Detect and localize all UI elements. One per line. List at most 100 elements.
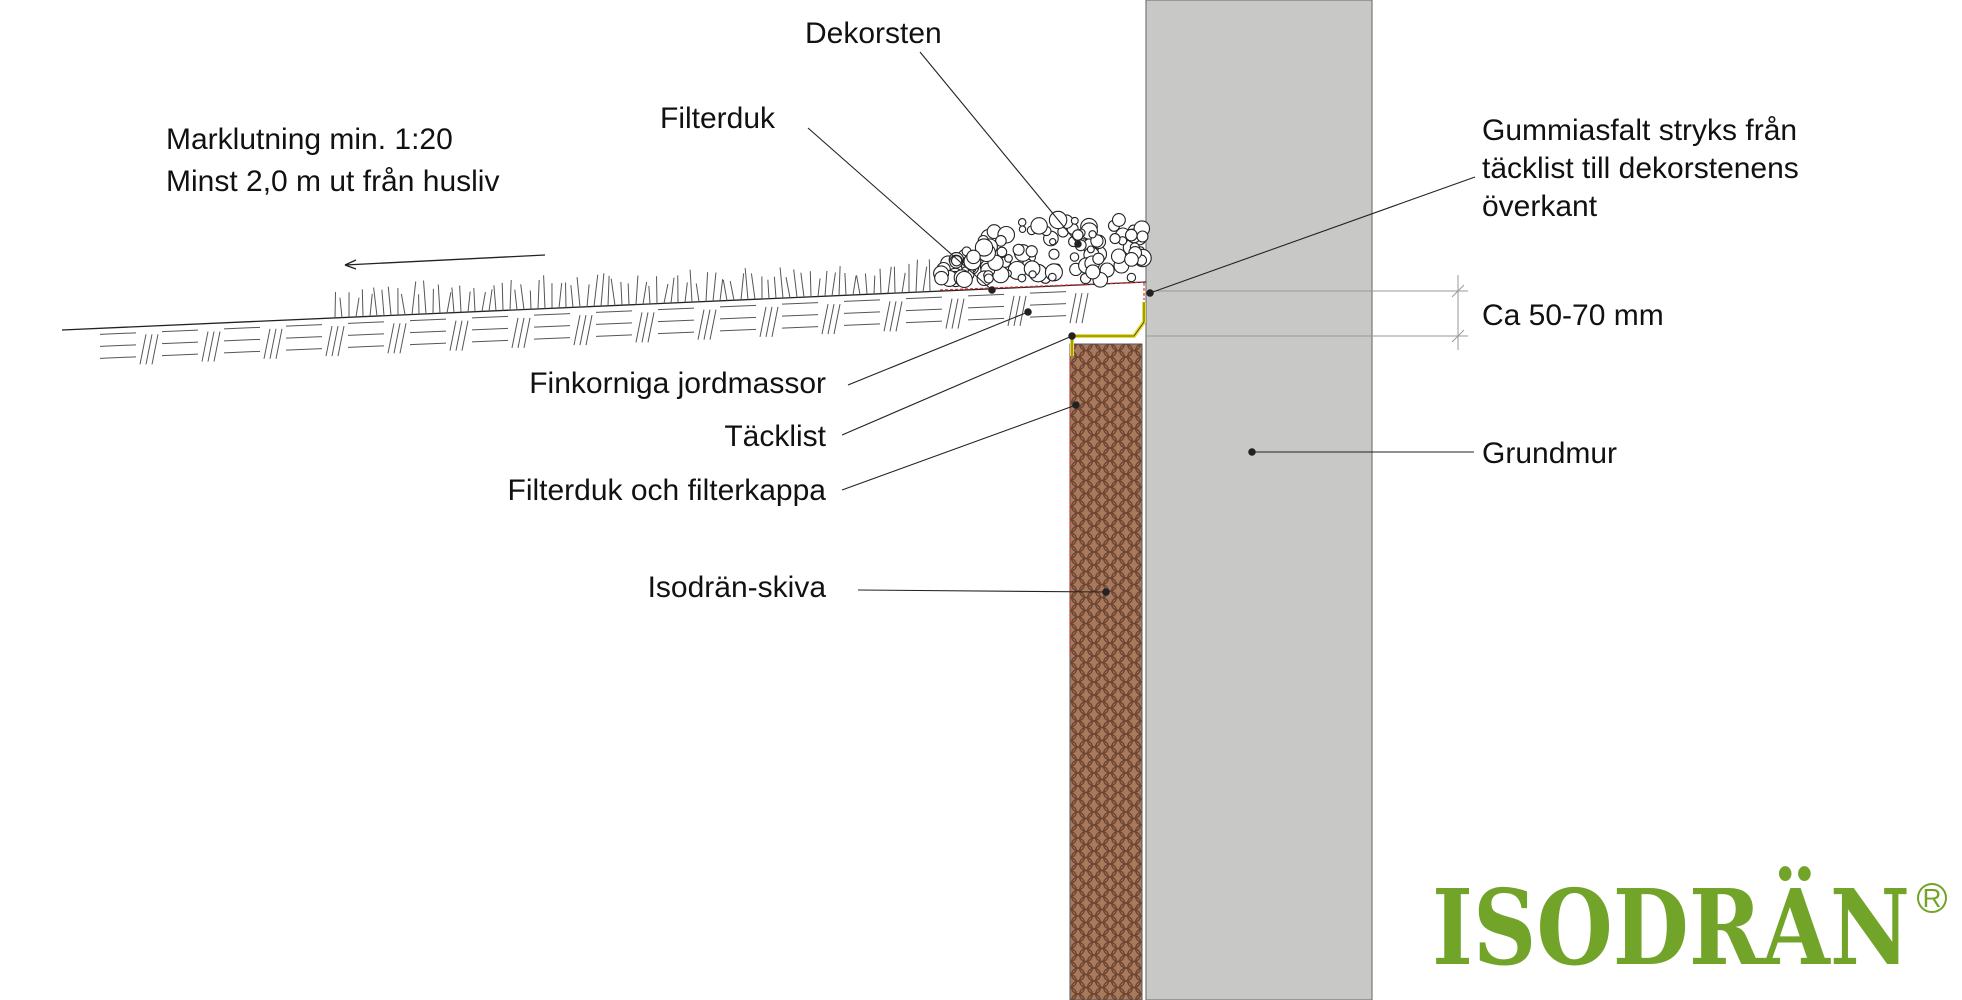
grass-blade xyxy=(831,272,836,296)
soil-dash xyxy=(843,311,881,314)
label-grundmur: Grundmur xyxy=(1482,437,1617,470)
soil-dash xyxy=(843,299,881,302)
stone xyxy=(1136,230,1149,243)
soil-dash xyxy=(719,304,757,308)
soil-dash xyxy=(533,337,571,340)
grass-blade xyxy=(514,289,518,310)
label-gummiasfalt-1: Gummiasfalt stryks från xyxy=(1482,114,1797,147)
soil-dash xyxy=(595,310,633,313)
grass-blade xyxy=(488,289,493,312)
soil-dash xyxy=(409,342,447,346)
grass-blade xyxy=(838,266,841,296)
label-gummiasfalt-2: täcklist till dekorstenens xyxy=(1482,152,1799,185)
stone xyxy=(1028,270,1037,279)
stone xyxy=(983,273,994,284)
soil-slash xyxy=(579,315,587,346)
grass-blade xyxy=(915,259,918,293)
grass-blade xyxy=(852,275,857,296)
grass-blade xyxy=(642,281,648,305)
soil-slash xyxy=(275,328,283,359)
grass-blade xyxy=(600,273,605,307)
stone xyxy=(955,270,973,289)
grass-blade xyxy=(570,285,574,308)
soil-dash xyxy=(161,341,199,345)
registered-mark-letter: R xyxy=(1923,883,1942,913)
stone xyxy=(1018,225,1027,233)
stone xyxy=(950,255,963,267)
soil-dash xyxy=(161,353,199,357)
isodran-logo: ISODRÄN R xyxy=(1432,865,1947,989)
grass-blade xyxy=(509,279,512,311)
label-gummiasfalt-3: överkant xyxy=(1482,190,1598,223)
soil-dash xyxy=(347,333,385,336)
grass-blade xyxy=(627,283,630,305)
grass-blade xyxy=(767,279,770,299)
soil-slash xyxy=(145,334,153,365)
grass-blade xyxy=(635,275,639,305)
isodran-board xyxy=(1069,343,1143,1000)
soil-dash xyxy=(595,322,633,325)
soil-dash xyxy=(843,323,881,326)
grass-blade xyxy=(844,272,847,296)
soil-slash xyxy=(1069,293,1077,324)
label-filterduk: Filterduk xyxy=(660,102,776,135)
grass-blade xyxy=(437,284,441,314)
soil-slash xyxy=(585,315,593,346)
grass-blade xyxy=(750,273,756,300)
soil-hatching xyxy=(99,291,1089,365)
soil-slash xyxy=(455,320,463,351)
grass-blade xyxy=(361,289,364,317)
soil-slash xyxy=(765,306,773,337)
soil-slash xyxy=(325,325,333,357)
soil-slash xyxy=(827,304,835,335)
grass-blade xyxy=(339,297,343,318)
grass-blade xyxy=(901,272,906,293)
grass-blade xyxy=(400,293,406,315)
soil-dash xyxy=(967,305,1005,309)
label-dimension: Ca 50-70 mm xyxy=(1482,299,1664,332)
soil-dash xyxy=(781,326,819,329)
soil-slash xyxy=(703,309,711,340)
soil-slash xyxy=(1007,295,1015,326)
soil-dash xyxy=(223,338,261,342)
grass-blade xyxy=(529,290,532,310)
label-filterduk-kappa: Filterduk och filterkappa xyxy=(508,474,827,507)
foundation-wall xyxy=(1145,0,1373,1000)
soil-slash xyxy=(151,334,159,365)
soil-dash xyxy=(285,348,323,351)
grass-blade xyxy=(740,273,745,300)
grass-blade xyxy=(824,270,828,297)
grass-blade xyxy=(543,275,546,309)
grass-blade xyxy=(887,266,892,294)
grass-blade xyxy=(355,297,360,318)
slope-arrow xyxy=(344,254,546,270)
soil-dash xyxy=(967,293,1005,297)
stone xyxy=(1004,254,1013,263)
stone xyxy=(1025,245,1038,258)
label-isodran-skiva: Isodrän-skiva xyxy=(648,571,827,604)
soil-dash xyxy=(347,345,385,348)
grass-blade xyxy=(779,267,784,299)
soil-dash xyxy=(719,316,757,320)
soil-slash xyxy=(207,331,215,362)
soil-dash xyxy=(99,356,137,359)
soil-slash xyxy=(449,320,457,351)
soil-dash xyxy=(285,336,323,339)
grass-blade xyxy=(928,259,931,292)
stone xyxy=(1072,229,1084,241)
grass-blade xyxy=(663,283,669,304)
soil-dash xyxy=(99,344,137,347)
grass-blade xyxy=(893,266,896,294)
soil-slash xyxy=(1013,295,1021,326)
soil-slash xyxy=(821,304,829,335)
soil-dash xyxy=(657,331,695,335)
soil-dash xyxy=(905,296,943,300)
grass-blade xyxy=(809,271,812,297)
soil-slash xyxy=(635,312,643,343)
grass-blade xyxy=(729,280,735,301)
soil-dash xyxy=(595,334,633,337)
grass-blade xyxy=(800,272,805,298)
stone xyxy=(1012,243,1025,256)
stone xyxy=(1030,217,1048,235)
